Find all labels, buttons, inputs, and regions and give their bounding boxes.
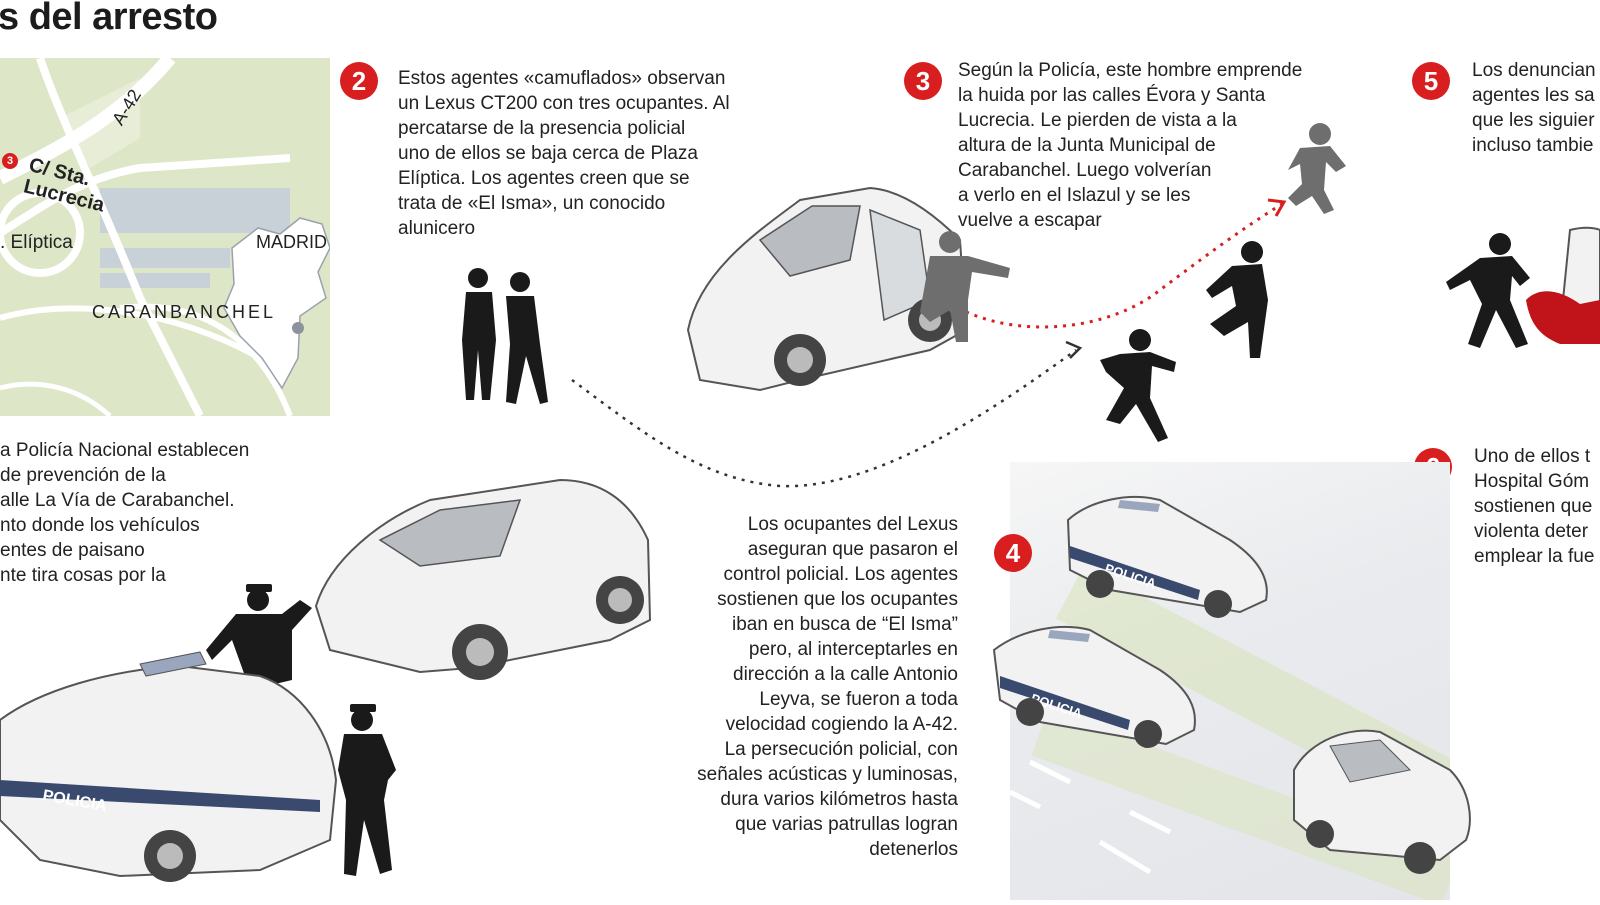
map-graphic (0, 58, 368, 416)
suspect-exiting-silhouette (920, 231, 1010, 342)
checkpoint-lexus-car (314, 478, 652, 680)
running-man-1 (1100, 329, 1176, 442)
page-title: s del arresto (0, 0, 218, 38)
step4-text: Los ocupantes del Lexus aseguran que pas… (697, 514, 958, 860)
lexus-car-door-open (686, 186, 968, 392)
officer-standing-silhouette (338, 704, 396, 876)
running-man-3 (1288, 123, 1346, 214)
two-men-silhouette (462, 268, 548, 404)
route-dotted-path (571, 348, 1077, 488)
fallen-person-red (1526, 291, 1600, 344)
location-map: 3 C/ Sta. Lucrecia A-42 . Elíptica MADRI… (0, 58, 368, 416)
map-label-district: CARANBANCHEL (92, 302, 277, 322)
running-man-2 (1206, 241, 1268, 358)
officer-kicking-silhouette (1446, 233, 1530, 348)
step5-scene (1446, 226, 1600, 348)
map-label-city: MADRID (256, 232, 327, 252)
step1-text: a Policía Nacional establecen de prevenc… (0, 440, 250, 586)
police-car-checkpoint: POLICIA (0, 651, 338, 882)
map-label-plaza: . Elíptica (0, 232, 73, 253)
step5-text: Los denuncian agentes les sa que les sig… (1472, 60, 1596, 156)
step2-badge: 2 (340, 62, 378, 100)
officer-stop-silhouette (206, 584, 312, 690)
step3-badge: 3 (904, 62, 942, 100)
step6-text: Uno de ellos t Hospital Góm sostienen qu… (1474, 446, 1595, 567)
step3-text: Según la Policía, este hombre emprende l… (958, 60, 1303, 231)
map-marker-3: 3 (2, 153, 18, 169)
step4-badge: 4 (994, 534, 1032, 572)
step5-badge: 5 (1412, 62, 1450, 100)
lexus-car-fleeing (1293, 729, 1471, 874)
police-car-chase-1: POLICIA (1066, 495, 1268, 618)
step2-text: Estos agentes «camuflados» observan un L… (398, 68, 730, 239)
police-car-chase-2: POLICIA (992, 625, 1196, 748)
